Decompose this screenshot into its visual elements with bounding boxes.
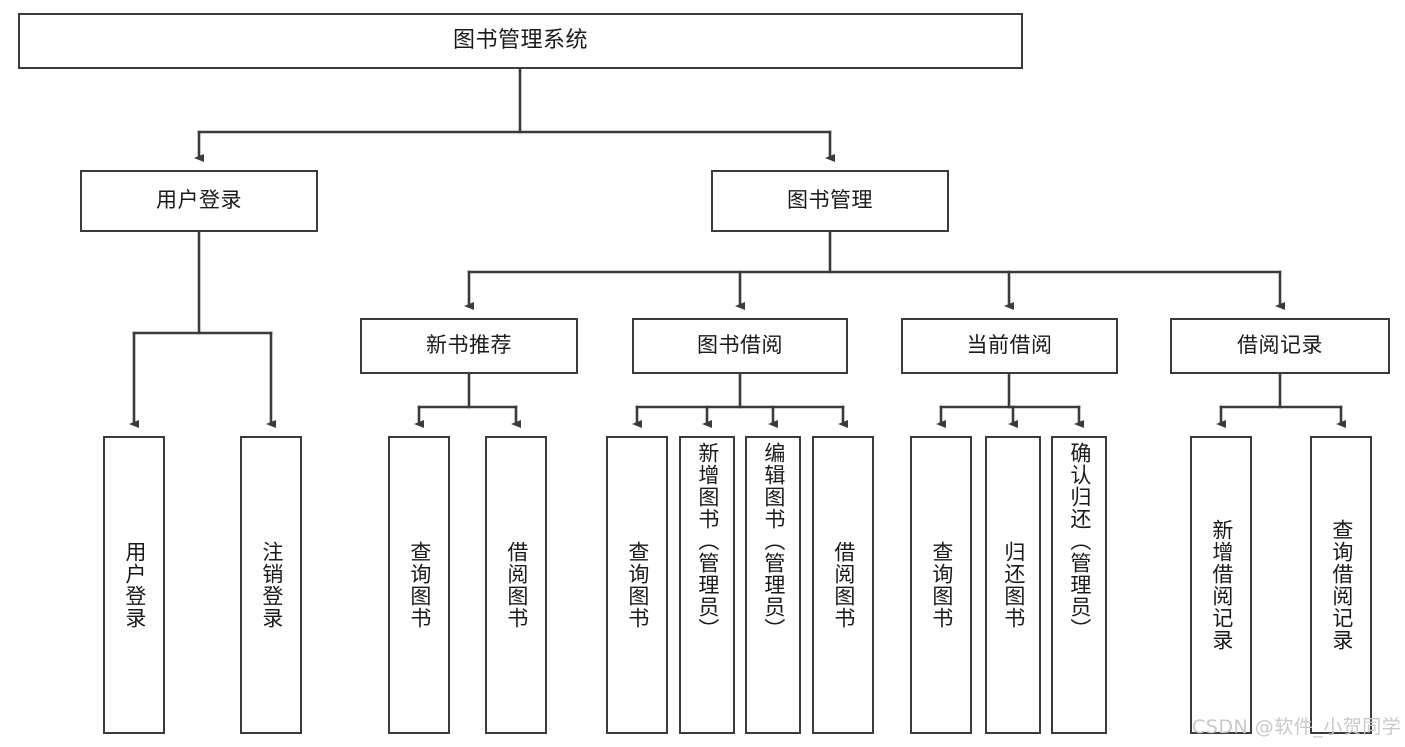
node-leaf-query-book-1-label: 查询图书 [407, 541, 432, 629]
node-user-login-label: 用户登录 [156, 188, 242, 213]
node-book-borrow-label: 图书借阅 [697, 333, 783, 358]
node-leaf-user-logout[interactable]: 注销登录 [240, 436, 302, 734]
node-leaf-user-logout-label: 注销登录 [259, 541, 284, 629]
node-leaf-query-book-2-label: 查询图书 [625, 541, 650, 629]
node-leaf-return-book-label: 归还图书 [1001, 541, 1026, 629]
node-book-manage-label: 图书管理 [787, 188, 873, 213]
node-leaf-borrow-book-2[interactable]: 借阅图书 [812, 436, 874, 734]
node-leaf-borrow-book-1[interactable]: 借阅图书 [485, 436, 547, 734]
node-leaf-user-login-label: 用户登录 [122, 541, 147, 629]
node-leaf-query-record-label: 查询借阅记录 [1329, 519, 1354, 651]
node-leaf-query-book-3[interactable]: 查询图书 [910, 436, 972, 734]
node-leaf-return-book[interactable]: 归还图书 [985, 436, 1041, 734]
node-current-borrow-label: 当前借阅 [966, 333, 1053, 358]
node-leaf-query-record[interactable]: 查询借阅记录 [1310, 436, 1372, 734]
node-borrow-record-label: 借阅记录 [1237, 333, 1323, 358]
node-borrow-record[interactable]: 借阅记录 [1170, 318, 1390, 374]
node-leaf-confirm-return-label: 确认归还（管理员） [1067, 442, 1092, 640]
node-book-manage[interactable]: 图书管理 [711, 170, 949, 232]
node-new-book-rec[interactable]: 新书推荐 [360, 318, 578, 374]
node-leaf-query-book-2[interactable]: 查询图书 [606, 436, 668, 734]
node-current-borrow[interactable]: 当前借阅 [901, 318, 1118, 374]
node-user-login[interactable]: 用户登录 [80, 170, 318, 232]
node-leaf-query-book-3-label: 查询图书 [929, 541, 954, 629]
node-leaf-query-book-1[interactable]: 查询图书 [388, 436, 450, 734]
node-leaf-edit-book[interactable]: 编辑图书（管理员） [745, 436, 801, 734]
node-leaf-confirm-return[interactable]: 确认归还（管理员） [1051, 436, 1107, 734]
node-leaf-add-record[interactable]: 新增借阅记录 [1190, 436, 1252, 734]
node-root[interactable]: 图书管理系统 [18, 13, 1023, 69]
node-new-book-rec-label: 新书推荐 [426, 333, 512, 358]
node-leaf-add-book[interactable]: 新增图书（管理员） [679, 436, 735, 734]
node-leaf-edit-book-label: 编辑图书（管理员） [761, 442, 786, 640]
node-leaf-add-record-label: 新增借阅记录 [1209, 519, 1234, 651]
node-leaf-user-login[interactable]: 用户登录 [103, 436, 165, 734]
node-leaf-borrow-book-2-label: 借阅图书 [831, 541, 856, 629]
node-root-label: 图书管理系统 [452, 27, 588, 53]
watermark: CSDN @软件_小贺同学 [1192, 716, 1402, 738]
node-leaf-borrow-book-1-label: 借阅图书 [504, 541, 529, 629]
node-book-borrow[interactable]: 图书借阅 [632, 318, 848, 374]
node-leaf-add-book-label: 新增图书（管理员） [695, 442, 720, 640]
